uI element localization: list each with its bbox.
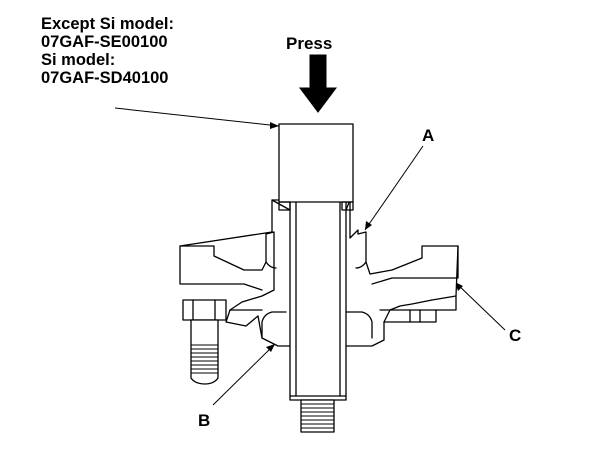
callout-b-leader-line: [212, 343, 276, 406]
press-label: Press: [286, 34, 333, 53]
threaded-tip: [300, 399, 335, 433]
leader-lines: [114, 107, 506, 406]
press-tool-driver: [278, 123, 354, 211]
tool-leader-line: [114, 107, 280, 127]
wheel-bolt: [182, 299, 227, 385]
tool-leader-arrowhead-icon: [270, 122, 279, 129]
press-arrow-icon: [299, 54, 337, 113]
tool-name-si: Si model:: [41, 51, 116, 69]
tool-number-si: 07GAF-SD40100: [41, 69, 169, 87]
callout-a-label: A: [422, 126, 435, 145]
tool-name-except-si: Except Si model:: [41, 15, 174, 33]
callout-b-arrowhead-icon: [266, 344, 275, 352]
callout-c-leader-line: [454, 281, 506, 331]
callout-b-label: B: [198, 411, 211, 430]
callout-a-arrowhead-icon: [365, 221, 372, 230]
callout-a-leader-line: [364, 145, 424, 231]
callout-c-label: C: [509, 326, 522, 345]
press-shaft: [271, 199, 351, 401]
tool-number-except-si: 07GAF-SE00100: [41, 33, 168, 51]
